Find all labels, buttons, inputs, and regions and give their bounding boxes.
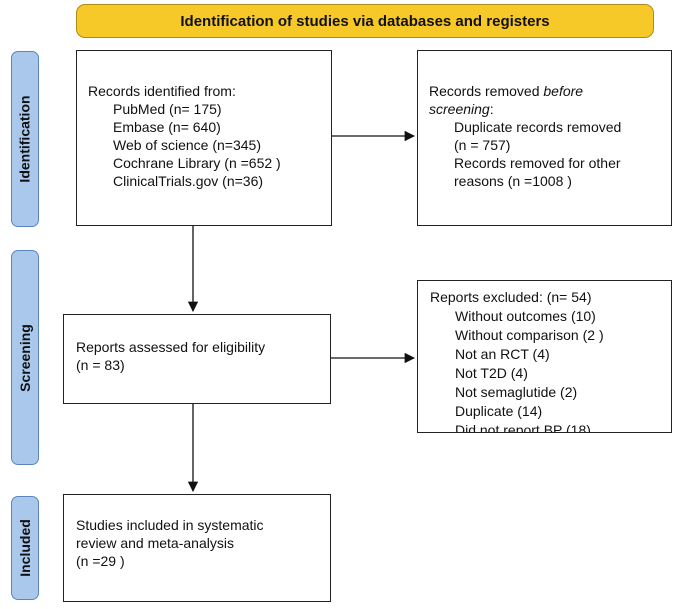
records-removed-title-italic: before xyxy=(543,83,584,99)
phase-screening: Screening xyxy=(11,250,39,465)
excluded-without-comparison: Without comparison (2 ) xyxy=(455,327,604,343)
source-embase: Embase (n= 640) xyxy=(113,119,221,135)
reports-excluded-title: Reports excluded: (n= 54) xyxy=(430,289,592,305)
removed-other-count: reasons (n =1008 ) xyxy=(454,173,572,189)
phase-identification: Identification xyxy=(11,51,39,227)
excluded-not-t2d: Not T2D (4) xyxy=(455,365,528,381)
header-title: Identification of studies via databases … xyxy=(180,12,550,30)
phase-included: Included xyxy=(11,496,39,600)
reports-assessed-count: (n = 83) xyxy=(76,357,125,373)
excluded-not-semaglutide: Not semaglutide (2) xyxy=(455,384,578,400)
studies-included-box: Studies included in systematic review an… xyxy=(63,494,331,602)
removed-duplicates-count: (n = 757) xyxy=(454,137,511,153)
excluded-duplicate: Duplicate (14) xyxy=(455,403,543,419)
removed-other: Records removed for other xyxy=(454,155,621,171)
records-removed-title-suffix: : xyxy=(489,101,494,117)
records-identified-title: Records identified from: xyxy=(88,83,236,99)
records-removed-title-italic-2: screening xyxy=(429,101,490,117)
studies-included-label-2: review and meta-analysis xyxy=(76,535,234,551)
reports-excluded-box: Reports excluded: (n= 54) Without outcom… xyxy=(417,280,672,433)
reports-assessed-label: Reports assessed for eligibility xyxy=(76,339,266,355)
studies-included-label-1: Studies included in systematic xyxy=(76,517,264,533)
excluded-without-outcomes: Without outcomes (10) xyxy=(455,308,596,324)
removed-duplicates: Duplicate records removed xyxy=(454,119,622,135)
reports-assessed-box: Reports assessed for eligibility (n = 83… xyxy=(63,314,331,404)
studies-included-count: (n =29 ) xyxy=(76,553,125,569)
excluded-no-bp: Did not report BP (18) xyxy=(455,422,591,433)
source-clinicaltrials: ClinicalTrials.gov (n=36) xyxy=(113,173,264,189)
source-pubmed: PubMed (n= 175) xyxy=(113,101,222,117)
records-removed-title: Records removed before xyxy=(429,82,671,100)
records-removed-box: Records removed before screening: Duplic… xyxy=(417,50,672,226)
records-removed-title-prefix: Records removed xyxy=(429,83,544,99)
records-removed-title-end: screening: xyxy=(429,100,671,118)
source-cochrane: Cochrane Library (n =652 ) xyxy=(113,155,281,171)
records-identified-box: Records identified from: PubMed (n= 175)… xyxy=(76,50,332,226)
excluded-not-rct: Not an RCT (4) xyxy=(455,346,550,362)
source-web-of-science: Web of science (n=345) xyxy=(113,137,261,153)
diagram-header: Identification of studies via databases … xyxy=(76,4,654,38)
